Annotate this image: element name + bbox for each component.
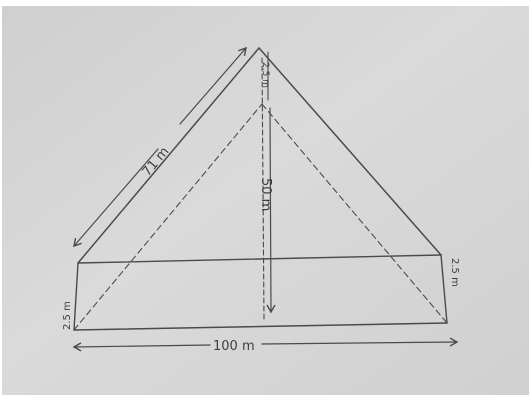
height-dashed-line bbox=[261, 57, 265, 321]
base-width-label: 100 m bbox=[213, 339, 255, 354]
height-label: 50 m bbox=[258, 178, 273, 211]
box-bottom-edge bbox=[73, 322, 448, 331]
base-dimension-arrow-right bbox=[261, 337, 459, 347]
box-top-edge bbox=[77, 254, 442, 264]
box-right-edge bbox=[440, 254, 448, 324]
base-dimension-arrow-left bbox=[72, 342, 211, 352]
left-slant-edge bbox=[77, 47, 260, 264]
inner-left-dashed-edge bbox=[73, 103, 263, 331]
inner-right-dashed-edge bbox=[261, 103, 448, 324]
box-left-edge bbox=[73, 262, 79, 331]
slant-dimension-arrow-lower bbox=[73, 148, 159, 248]
height-arrow bbox=[266, 107, 276, 314]
right-slant-edge bbox=[258, 47, 442, 256]
apex-segment-label: 2.5 m bbox=[260, 62, 270, 88]
slant-dimension-arrow-upper bbox=[179, 46, 247, 125]
left-edge-label: 2.5 m bbox=[62, 301, 73, 330]
right-edge-label: 2.5 m bbox=[449, 258, 460, 287]
